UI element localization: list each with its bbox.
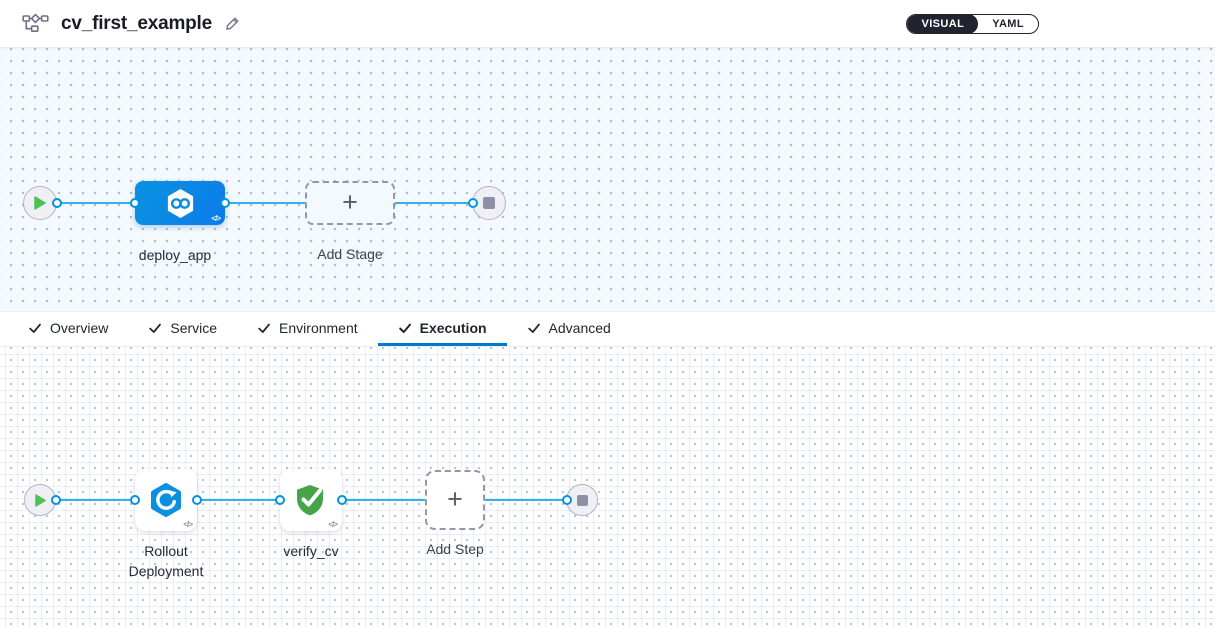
check-icon [527,323,540,333]
page-title: cv_first_example [61,12,213,34]
execution-end-node[interactable] [566,484,598,516]
tab-environment[interactable]: Environment [237,312,378,346]
edit-pencil-icon[interactable] [224,15,241,32]
check-icon [29,323,41,333]
port-rollout-in[interactable] [130,495,140,505]
step-node-rollout-deployment[interactable]: </> [135,469,197,531]
tab-advanced[interactable]: Advanced [507,312,631,346]
play-icon [34,493,46,507]
step-label-rollout: Rollout Deployment [128,543,204,579]
step-yaml-code-icon: </> [183,520,193,529]
tab-label: Overview [50,319,109,336]
add-stage-label: Add Stage [317,246,383,262]
port-end-in[interactable] [468,198,478,208]
stage-label: deploy_app [138,247,212,263]
port-verify-in[interactable] [275,495,285,505]
port-start-out[interactable] [52,198,62,208]
port-stage-in[interactable] [130,198,140,208]
stage-connector-line [40,202,473,204]
tab-label: Execution [419,319,487,336]
step-yaml-code-icon: </> [328,520,338,529]
add-step-label: Add Step [426,541,484,557]
port-stage-out[interactable] [220,198,230,208]
stage-yaml-code-icon: </> [211,214,221,223]
play-icon [34,196,46,210]
tab-label: Environment [279,319,358,336]
step-node-verify-cv[interactable]: </> [280,469,342,531]
port-verify-out[interactable] [337,495,347,505]
plus-icon: + [342,186,358,217]
port-exec-end-in[interactable] [562,495,572,505]
cd-stage-infinity-icon [167,188,193,218]
add-stage-button[interactable]: + [305,181,395,225]
rollout-deployment-icon [151,483,181,517]
add-step-button[interactable]: + [425,470,485,530]
tab-label: Advanced [548,319,611,336]
pipeline-graph-icon [22,13,49,34]
check-icon [258,323,270,333]
header: cv_first_example VISUAL YAML [0,0,1215,48]
stop-icon [576,494,588,506]
plus-icon: + [447,483,463,514]
stage-config-tabbar: Overview Service Environment Execution A… [0,311,1215,347]
stop-icon [483,197,495,209]
check-icon [149,323,162,333]
execution-start-node[interactable] [24,484,56,516]
stage-node-deploy-app[interactable]: </> [135,181,225,225]
view-mode-toggle: VISUAL YAML [906,14,1039,34]
toggle-yaml-button[interactable]: YAML [992,18,1024,30]
tab-execution[interactable]: Execution [377,312,507,346]
port-rollout-out[interactable] [192,495,202,505]
step-label-verify-cv: verify_cv [283,543,339,559]
verify-shield-icon [297,485,323,516]
tab-service[interactable]: Service [128,312,237,346]
check-icon [398,323,411,333]
port-exec-start-out[interactable] [51,495,61,505]
pipeline-start-node[interactable] [23,186,57,220]
tab-label: Service [170,319,218,336]
toggle-visual-button[interactable]: VISUAL [907,15,979,33]
stage-canvas[interactable]: </> + deploy_app Add Stage [0,48,1215,311]
tab-overview[interactable]: Overview [8,312,128,346]
execution-canvas[interactable]: </> </> + Rollout Deployment verify_cv A… [0,347,1215,628]
